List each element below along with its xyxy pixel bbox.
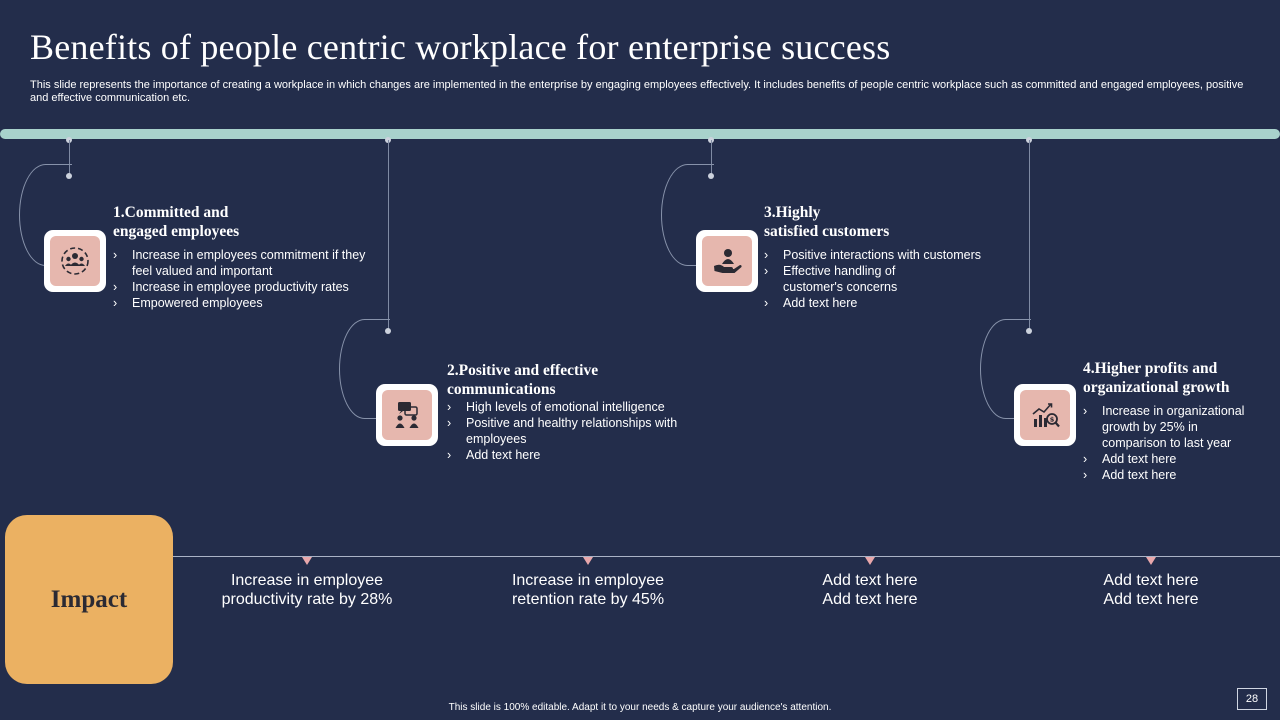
benefit-title: 2.Positive and effective communications xyxy=(447,362,599,398)
benefit-points: Increase in employees commitment if they… xyxy=(113,247,375,311)
impact-item: Increase in employee retention rate by 4… xyxy=(511,572,665,608)
benefit-icon-card xyxy=(376,384,438,446)
connector-arc xyxy=(980,319,1031,419)
impact-marker xyxy=(1146,557,1156,565)
impact-box: Impact xyxy=(5,515,173,684)
impact-label: Impact xyxy=(50,585,128,613)
page-number: 28 xyxy=(1237,688,1267,710)
timeline-bar xyxy=(0,129,1280,139)
customer-care-icon xyxy=(714,249,742,273)
benefit-points: Positive interactions with customers Eff… xyxy=(764,247,1014,311)
svg-text:$: $ xyxy=(1050,416,1055,424)
employee-engagement-icon xyxy=(61,247,89,275)
connector-arc xyxy=(339,319,390,419)
list-item: Increase in employees commitment if they… xyxy=(113,247,375,279)
slide-subtitle: This slide represents the importance of … xyxy=(30,79,1244,104)
benefit-points: Increase in organizational growth by 25%… xyxy=(1083,403,1263,483)
benefit-title: 1.Committed and engaged employees xyxy=(113,204,240,240)
connector-line xyxy=(388,140,389,331)
benefit-icon-card xyxy=(696,230,758,292)
impact-item: Increase in employee productivity rate b… xyxy=(221,572,393,608)
impact-item: Add text here Add text here xyxy=(822,572,918,608)
connector-arc xyxy=(661,164,714,266)
impact-line xyxy=(173,556,1280,557)
list-item: Add text here xyxy=(447,447,692,463)
list-item: Increase in employee productivity rates xyxy=(113,279,375,295)
slide-footer: This slide is 100% editable. Adapt it to… xyxy=(448,702,832,713)
impact-marker xyxy=(583,557,593,565)
benefit-icon-card: $ xyxy=(1014,384,1076,446)
list-item: Positive interactions with customers xyxy=(764,247,1014,263)
connector-line xyxy=(69,140,70,176)
list-item: Empowered employees xyxy=(113,295,375,311)
communication-icon xyxy=(395,402,419,428)
benefit-title: 4.Higher profits and organizational grow… xyxy=(1083,360,1230,396)
list-item: Add text here xyxy=(1083,451,1263,467)
connector-line xyxy=(711,140,712,176)
list-item: Positive and healthy relationships with … xyxy=(447,415,692,447)
benefit-points: High levels of emotional intelligence Po… xyxy=(447,399,692,463)
slide-title: Benefits of people centric workplace for… xyxy=(30,27,891,67)
list-item: Effective handling of customer's concern… xyxy=(764,263,923,295)
impact-marker xyxy=(302,557,312,565)
connector-line xyxy=(1029,140,1030,331)
list-item: High levels of emotional intelligence xyxy=(447,399,692,415)
list-item: Add text here xyxy=(1083,467,1263,483)
benefit-title: 3.Highly satisfied customers xyxy=(764,204,890,240)
benefit-icon-card xyxy=(44,230,106,292)
impact-item: Add text here Add text here xyxy=(1103,572,1199,608)
list-item: Increase in organizational growth by 25%… xyxy=(1083,403,1260,451)
list-item: Add text here xyxy=(764,295,1014,311)
growth-chart-icon: $ xyxy=(1032,403,1060,428)
impact-marker xyxy=(865,557,875,565)
